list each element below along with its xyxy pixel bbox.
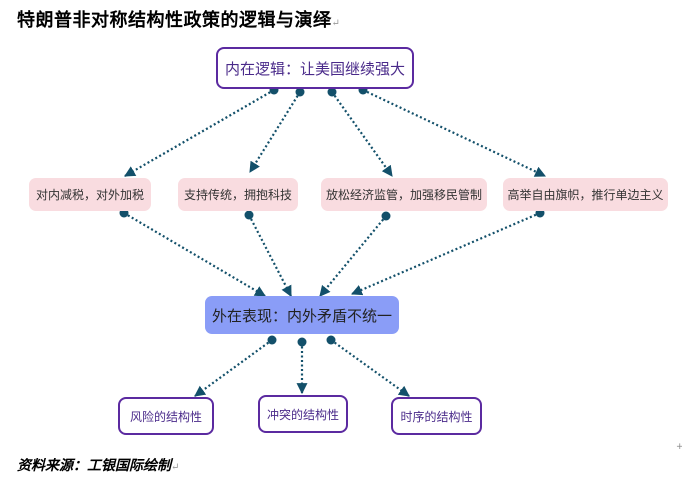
dotted-arrow-line — [124, 89, 275, 177]
connector-start-dot-icon — [244, 210, 254, 220]
timing-structure-node: 时序的结构性 — [391, 397, 482, 435]
source-text: 资料来源：工银国际绘制 — [17, 458, 171, 474]
title-text: 特朗普非对称结构性政策的逻辑与演绎 — [17, 10, 332, 31]
connector-middle-2-to-center — [319, 211, 391, 297]
tax-policy-label: 对内减税，对外加税 — [35, 188, 144, 202]
dotted-arrow-line — [330, 339, 410, 397]
connector-start-dot-icon — [381, 211, 391, 221]
dotted-arrow-line — [249, 91, 301, 173]
external-manifestation-node: 外在表现：内外矛盾不统一 — [205, 296, 399, 334]
connector-middle-0-to-center — [119, 208, 266, 297]
conflict-structure-label: 冲突的结构性 — [266, 407, 339, 422]
risk-structure-label: 风险的结构性 — [129, 409, 202, 424]
connector-start-dot-icon — [267, 335, 277, 345]
inner-logic-label: 内在逻辑：让美国继续强大 — [224, 59, 405, 78]
timing-structure-label: 时序的结构性 — [400, 409, 473, 424]
source-note: 资料来源：工银国际绘制↵ — [17, 455, 179, 475]
paragraph-mark-icon: + — [676, 442, 682, 452]
regulation-immigration-label: 放松经济监管，加强移民管制 — [325, 188, 482, 202]
paragraph-mark-icon: ↵ — [331, 18, 341, 29]
connector-center-to-bottom-1 — [296, 337, 308, 395]
connector-middle-1-to-center — [244, 210, 292, 297]
connector-start-dot-icon — [326, 335, 336, 345]
dotted-arrow-line — [362, 89, 546, 177]
freedom-unilateralism-label: 高举自由旗帜，推行单边主义 — [507, 188, 664, 202]
connector-top-to-middle-3 — [358, 85, 546, 177]
dotted-arrow-line — [331, 91, 393, 177]
dotted-arrow-line — [350, 211, 541, 296]
tax-policy-node: 对内减税，对外加税 — [29, 178, 151, 211]
external-manifestation-label: 外在表现：内外矛盾不统一 — [211, 306, 392, 325]
paragraph-mark-icon: ↵ — [171, 462, 180, 473]
dotted-arrow-line — [248, 214, 292, 297]
tradition-tech-node: 支持传统，拥抱科技 — [178, 178, 298, 211]
inner-logic-node: 内在逻辑：让美国继续强大 — [216, 47, 414, 89]
diagram-title: 特朗普非对称结构性政策的逻辑与演绎↵ — [17, 6, 340, 32]
dotted-arrow-line — [194, 339, 273, 397]
connector-start-dot-icon — [297, 337, 307, 347]
risk-structure-node: 风险的结构性 — [118, 397, 214, 435]
connector-top-to-middle-1 — [249, 87, 305, 173]
regulation-immigration-node: 放松经济监管，加强移民管制 — [321, 178, 487, 211]
connector-center-to-bottom-0 — [194, 335, 277, 397]
freedom-unilateralism-node: 高举自由旗帜，推行单边主义 — [503, 178, 668, 211]
connector-top-to-middle-0 — [124, 85, 279, 177]
connector-center-to-bottom-2 — [326, 335, 410, 397]
dotted-arrow-line — [123, 212, 266, 297]
dotted-arrow-line — [319, 215, 387, 297]
connector-top-to-middle-2 — [327, 87, 393, 177]
connector-middle-3-to-center — [350, 208, 545, 296]
conflict-structure-node: 冲突的结构性 — [258, 395, 348, 433]
tradition-tech-label: 支持传统，拥抱科技 — [183, 188, 292, 202]
